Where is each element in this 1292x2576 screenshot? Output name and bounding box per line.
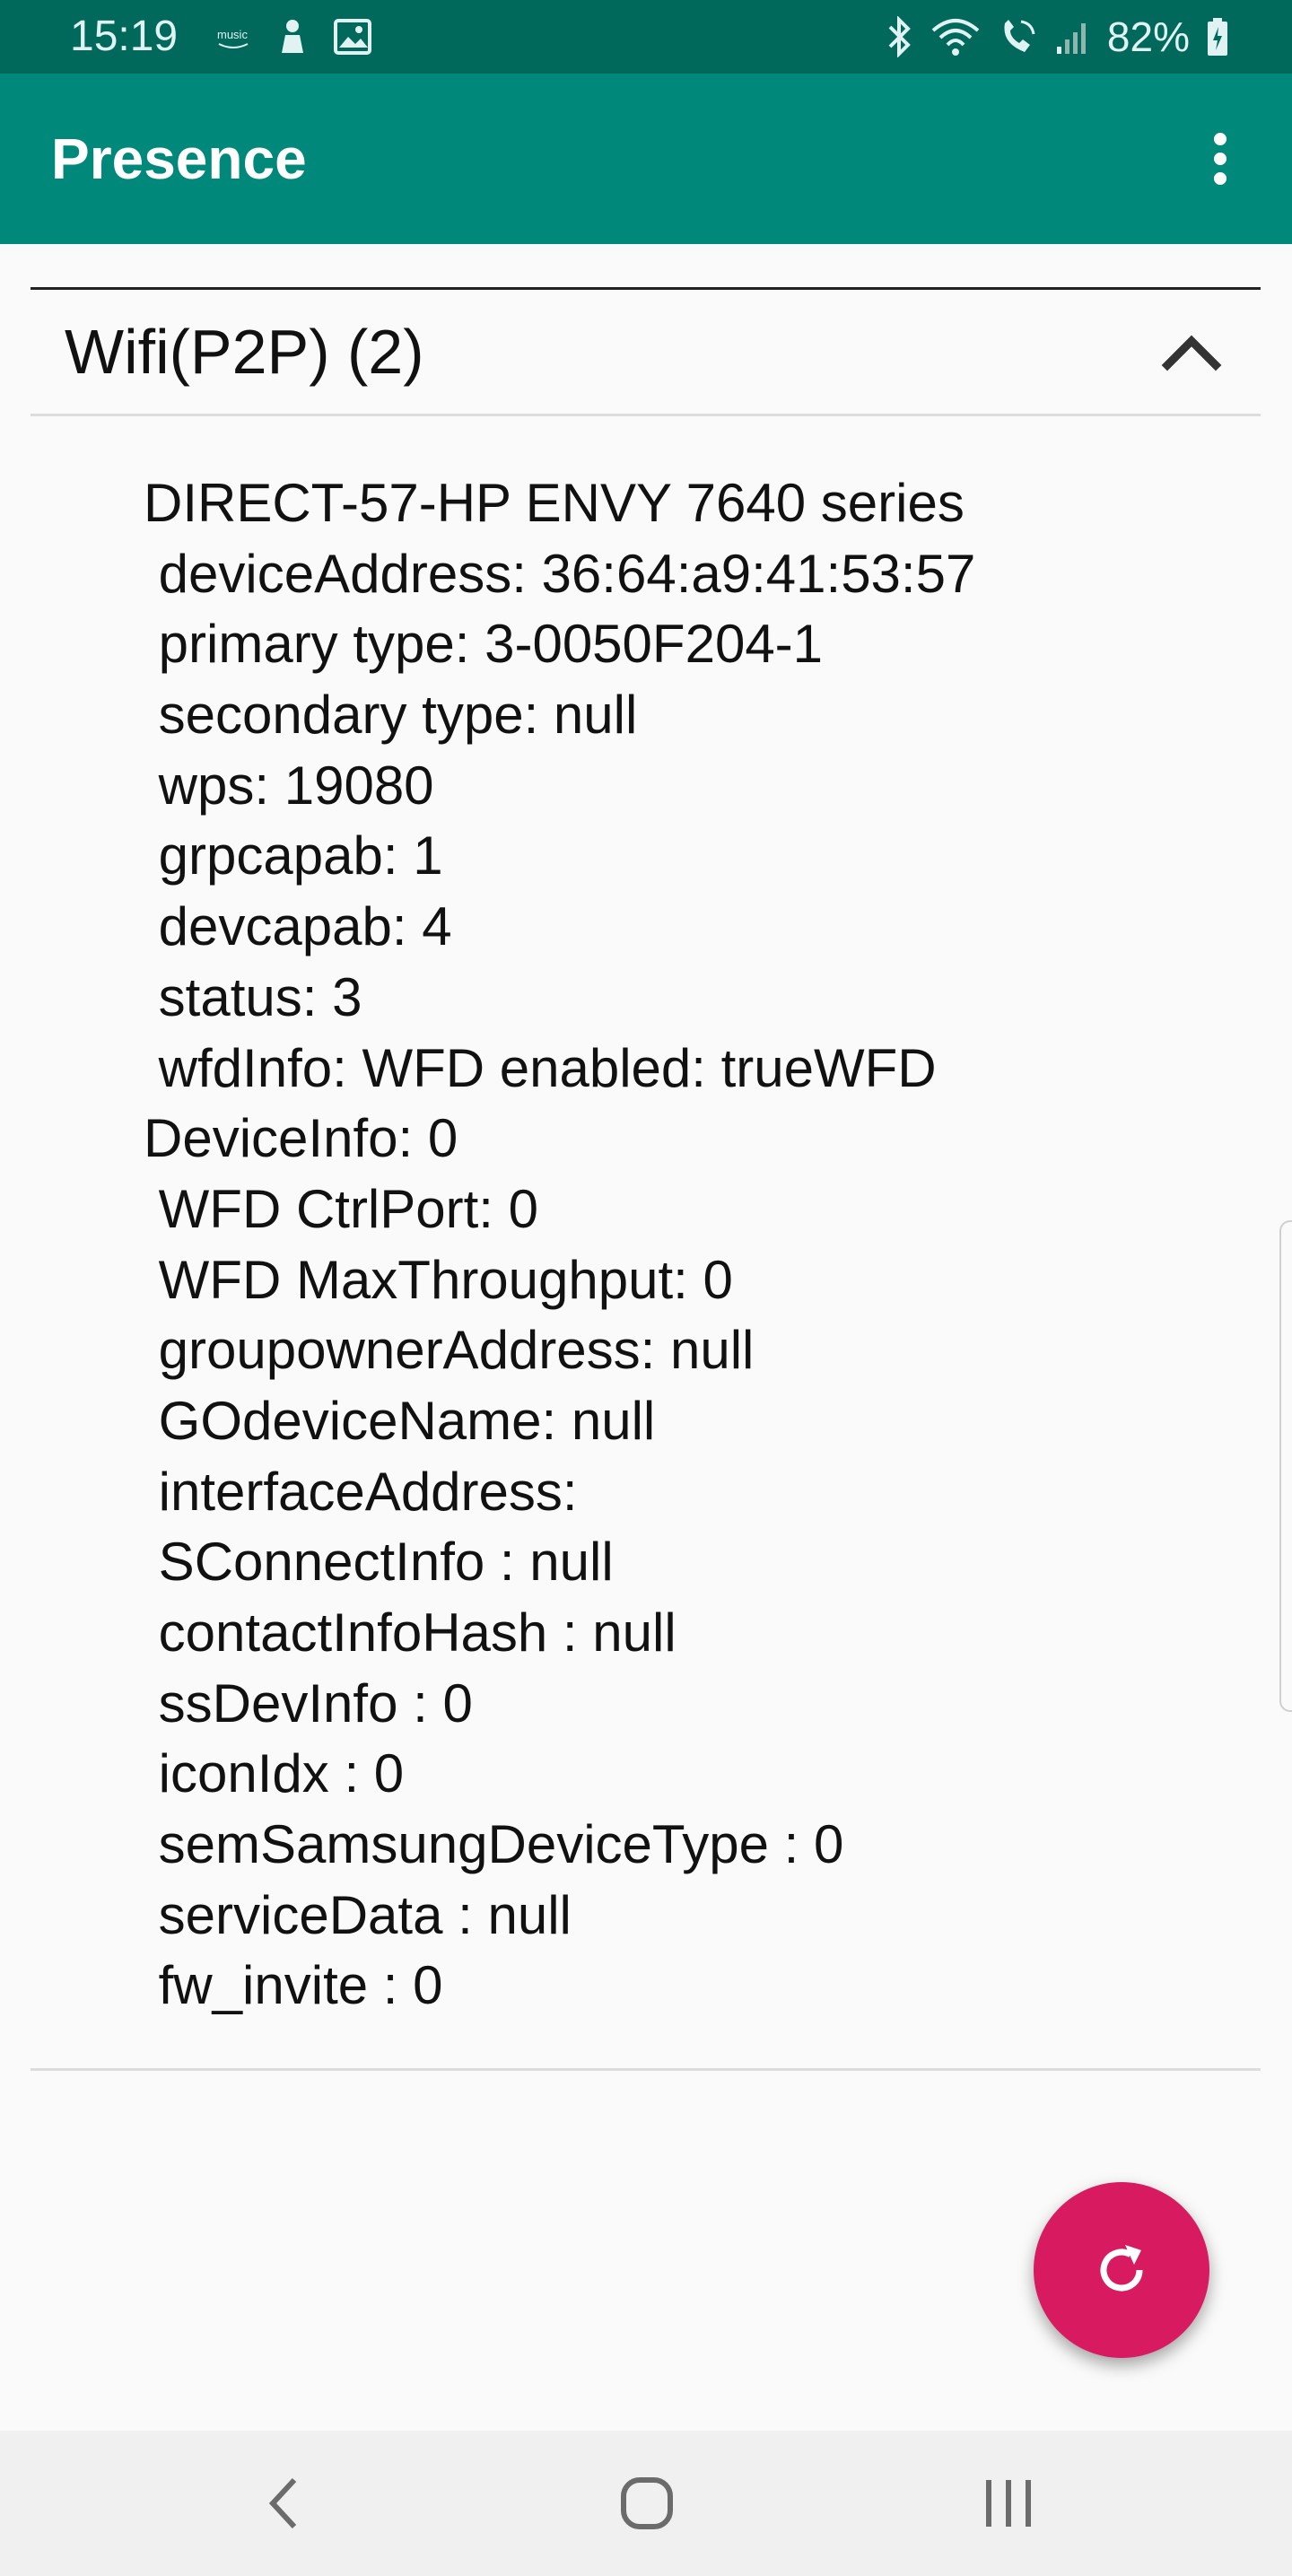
chevron-up-icon — [1161, 335, 1222, 371]
navigation-bar — [0, 2431, 1292, 2576]
section-header-wifi-p2p[interactable]: Wifi(P2P) (2) — [31, 290, 1261, 414]
device-info-line: primary type: 3-0050F204-1 — [144, 614, 824, 675]
device-info-line: ssDevInfo : 0 — [144, 1672, 473, 1733]
device-info-line: contactInfoHash : null — [144, 1602, 677, 1663]
device-info-line: DIRECT-57-HP ENVY 7640 series — [144, 473, 965, 533]
app-notification-icon — [282, 20, 303, 53]
status-time: 15:19 — [70, 13, 179, 60]
device-info-line: SConnectInfo : null — [144, 1532, 614, 1593]
more-options-button[interactable] — [1184, 123, 1256, 195]
collapse-button[interactable] — [1158, 319, 1225, 385]
section-bottom-divider — [31, 2068, 1261, 2071]
device-info-line: deviceAddress: 36:64:a9:41:53:57 — [144, 543, 976, 604]
device-info-line: DeviceInfo: 0 — [144, 1108, 458, 1169]
device-info-line: iconIdx : 0 — [144, 1743, 405, 1804]
status-notification-icons: music — [215, 16, 371, 57]
wifi-calling-icon — [1004, 20, 1035, 52]
home-icon — [621, 2477, 673, 2529]
device-info-line: WFD CtrlPort: 0 — [144, 1178, 539, 1239]
status-bar: 15:19 music — [0, 0, 1292, 74]
device-info-line: groupownerAddress: null — [144, 1320, 755, 1381]
device-info-line: fw_invite : 0 — [144, 1955, 443, 2016]
refresh-icon — [1100, 2245, 1143, 2292]
app-title: Presence — [51, 127, 307, 191]
device-info-line: grpcapab: 1 — [144, 825, 443, 886]
back-icon — [268, 2477, 297, 2529]
device-info-line: secondary type: null — [144, 685, 638, 746]
gallery-icon — [334, 19, 371, 55]
home-button[interactable] — [611, 2467, 683, 2539]
section-top-divider — [31, 287, 1261, 290]
device-info-line: status: 3 — [144, 966, 362, 1027]
device-info-line: GOdeviceName: null — [144, 1390, 656, 1451]
svg-text:music: music — [217, 28, 248, 41]
back-button[interactable] — [251, 2467, 323, 2539]
signal-icon — [1056, 23, 1086, 54]
device-info-line: WFD MaxThroughput: 0 — [144, 1249, 733, 1310]
battery-icon — [1208, 18, 1227, 56]
wifi-icon — [931, 19, 980, 56]
amazon-music-icon: music — [217, 28, 248, 48]
device-info-line: devcapab: 4 — [144, 896, 452, 957]
section-header-divider — [31, 414, 1261, 416]
device-info-line: serviceData : null — [144, 1884, 572, 1945]
device-info-line: wps: 19080 — [144, 755, 434, 816]
status-system-icons: 82% — [885, 0, 1229, 74]
device-info: DIRECT-57-HP ENVY 7640 series deviceAddr… — [144, 468, 975, 2022]
section-title: Wifi(P2P) (2) — [65, 317, 424, 387]
app-bar: Presence — [0, 74, 1292, 244]
recents-button[interactable] — [973, 2467, 1044, 2539]
scrollbar[interactable] — [1279, 1220, 1292, 1712]
bluetooth-icon — [888, 16, 911, 57]
device-info-line: interfaceAddress: — [144, 1461, 578, 1522]
device-info-line: semSamsungDeviceType : 0 — [144, 1814, 844, 1875]
battery-percent: 82% — [1106, 13, 1190, 60]
refresh-button[interactable] — [1034, 2182, 1209, 2358]
more-vert-icon — [1214, 133, 1227, 185]
recents-icon — [986, 2480, 1031, 2527]
device-info-line: wfdInfo: WFD enabled: trueWFD — [144, 1037, 937, 1098]
